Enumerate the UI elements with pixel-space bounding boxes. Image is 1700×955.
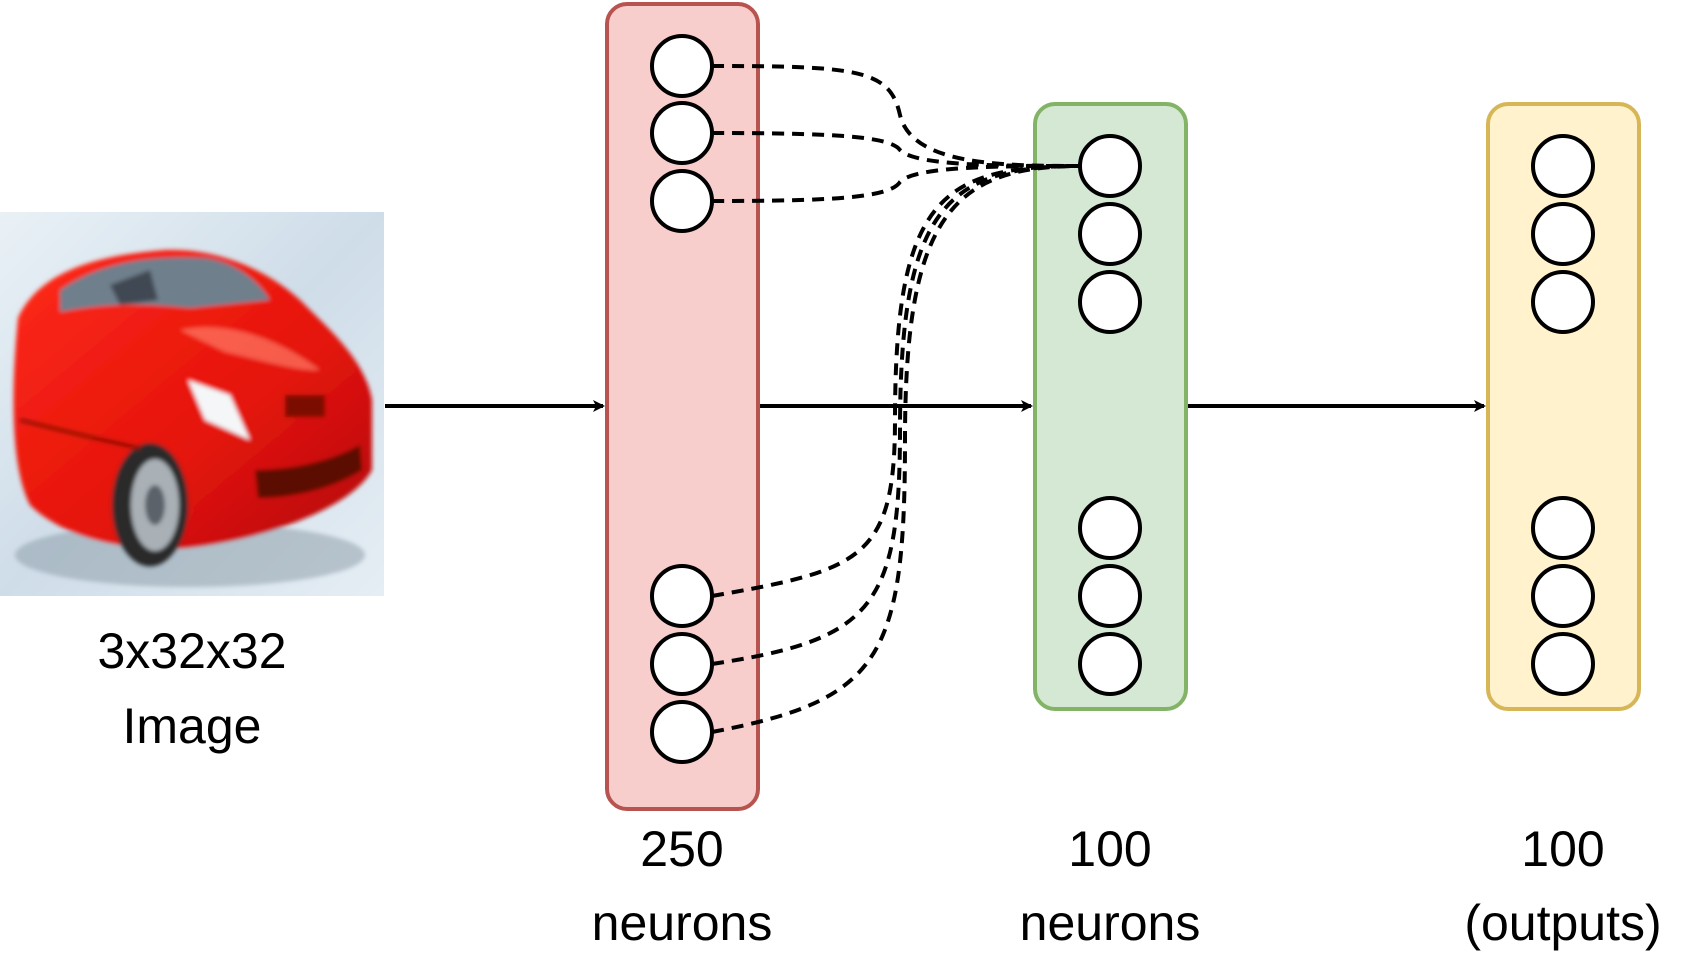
layer-label-output-line1: 100 — [1521, 821, 1604, 877]
circle-icon — [650, 101, 714, 165]
connection-line — [711, 131, 1081, 168]
connection-line — [711, 64, 1081, 168]
circle-icon — [1531, 202, 1595, 266]
layer-neurons-hidden1 — [650, 34, 714, 764]
circle-icon — [1078, 134, 1142, 198]
layer-box-hidden2 — [1033, 102, 1188, 711]
circle-icon — [1531, 632, 1595, 696]
connection-line — [711, 164, 1081, 598]
circle-icon — [1531, 564, 1595, 628]
circle-icon — [1531, 270, 1595, 334]
connections — [711, 64, 1081, 734]
circle-icon — [650, 564, 714, 628]
connection-line — [711, 164, 1081, 203]
circle-icon — [650, 34, 714, 98]
circle-icon — [1531, 496, 1595, 560]
layer-neurons-hidden2 — [1078, 134, 1142, 696]
input-label-line1: 3x32x32 — [97, 623, 286, 679]
layer-label-hidden2-line2: neurons — [1020, 895, 1201, 951]
circle-icon — [650, 169, 714, 233]
circle-icon — [1531, 134, 1595, 198]
circle-icon — [650, 632, 714, 696]
input-label-line2: Image — [123, 698, 262, 754]
circle-icon — [1078, 202, 1142, 266]
layer-box-output — [1486, 102, 1641, 711]
circle-icon — [1078, 270, 1142, 334]
layer-label-hidden1-line1: 250 — [640, 821, 723, 877]
input-image — [0, 212, 384, 596]
connection-line — [711, 164, 1081, 734]
circle-icon — [650, 700, 714, 764]
layer-box-hidden1 — [605, 2, 760, 811]
connection-line — [711, 164, 1081, 666]
layer-label-hidden1-line2: neurons — [592, 895, 773, 951]
circle-icon — [1078, 632, 1142, 696]
layer-label-hidden2-line1: 100 — [1068, 821, 1151, 877]
circle-icon — [1078, 564, 1142, 628]
layer-neurons-output — [1531, 134, 1595, 696]
layer-label-output-line2: (outputs) — [1464, 895, 1661, 951]
circle-icon — [1078, 496, 1142, 560]
